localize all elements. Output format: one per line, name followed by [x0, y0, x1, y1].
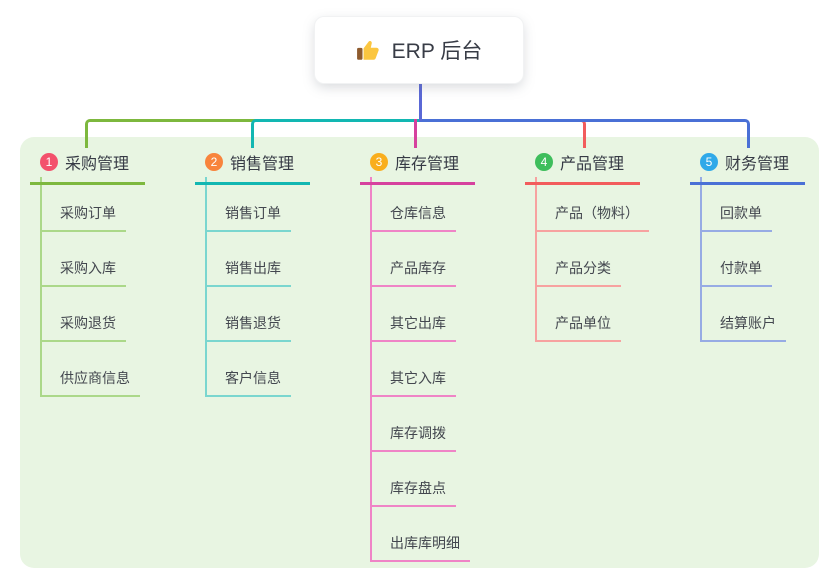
branch-header-1[interactable]: 1 采购管理 — [30, 147, 146, 185]
branch-children-3: 仓库信息 产品库存 其它出库 其它入库 库存调拨 库存盘点 出库库明细 — [370, 177, 470, 562]
tree-node[interactable]: 库存调拨 — [372, 397, 456, 452]
tree-node[interactable]: 产品单位 — [537, 287, 621, 342]
tree-node[interactable]: 付款单 — [702, 232, 772, 287]
tree-node[interactable]: 其它出库 — [372, 287, 456, 342]
tree-node[interactable]: 采购入库 — [42, 232, 126, 287]
branch-number-badge: 5 — [700, 153, 718, 171]
branch-children-5: 回款单 付款单 结算账户 — [700, 177, 786, 342]
branch-header-5[interactable]: 5 财务管理 — [690, 147, 806, 185]
branch-number-badge: 1 — [40, 153, 58, 171]
tree-node[interactable]: 仓库信息 — [372, 177, 456, 232]
tree-node[interactable]: 产品库存 — [372, 232, 456, 287]
branch-children-2: 销售订单 销售出库 销售退货 客户信息 — [205, 177, 291, 397]
tree-node[interactable]: 销售出库 — [207, 232, 291, 287]
branch-number-badge: 2 — [205, 153, 223, 171]
branch-children-1: 采购订单 采购入库 采购退货 供应商信息 — [40, 177, 140, 397]
branch-number-badge: 4 — [535, 153, 553, 171]
branch-title: 库存管理 — [395, 156, 460, 173]
branch-children-4: 产品（物料） 产品分类 产品单位 — [535, 177, 649, 342]
branch-connector-3 — [414, 119, 417, 148]
tree-node[interactable]: 库存盘点 — [372, 452, 456, 507]
tree-node[interactable]: 销售退货 — [207, 287, 291, 342]
branch-connector-5 — [419, 119, 750, 148]
tree-node[interactable]: 产品分类 — [537, 232, 621, 287]
branch-connector-2 — [251, 119, 419, 148]
tree-node[interactable]: 出库库明细 — [372, 507, 470, 562]
thumbs-up-icon — [356, 37, 382, 63]
tree-node[interactable]: 供应商信息 — [42, 342, 140, 397]
tree-node[interactable]: 采购退货 — [42, 287, 126, 342]
branch-header-4[interactable]: 4 产品管理 — [525, 147, 641, 185]
branch-title: 采购管理 — [65, 156, 130, 173]
branch-header-2[interactable]: 2 销售管理 — [195, 147, 311, 185]
tree-node[interactable]: 结算账户 — [702, 287, 786, 342]
branch-title: 销售管理 — [230, 156, 295, 173]
branch-header-3[interactable]: 3 库存管理 — [360, 147, 476, 185]
root-node[interactable]: ERP 后台 — [315, 17, 523, 83]
tree-node[interactable]: 销售订单 — [207, 177, 291, 232]
root-title: ERP 后台 — [391, 40, 483, 63]
tree-node[interactable]: 其它入库 — [372, 342, 456, 397]
branch-title: 产品管理 — [560, 156, 625, 173]
tree-node[interactable]: 产品（物料） — [537, 177, 649, 232]
branch-number-badge: 3 — [370, 153, 388, 171]
tree-node[interactable]: 回款单 — [702, 177, 772, 232]
tree-node[interactable]: 采购订单 — [42, 177, 126, 232]
root-connector — [419, 82, 422, 121]
mindmap-background-panel — [20, 137, 819, 568]
branch-title: 财务管理 — [725, 156, 790, 173]
tree-node[interactable]: 客户信息 — [207, 342, 291, 397]
